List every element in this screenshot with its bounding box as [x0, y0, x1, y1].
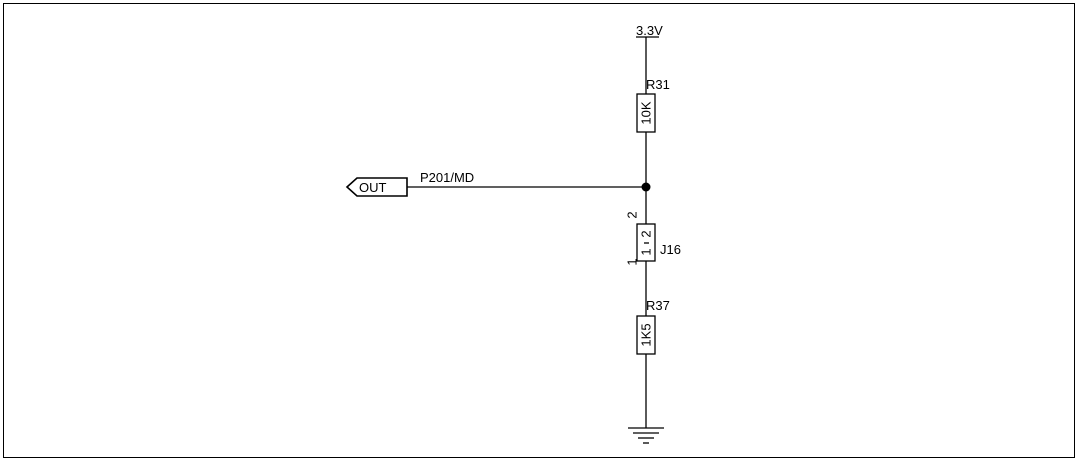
out-port[interactable]: OUT	[345, 177, 408, 197]
resistor-r37[interactable]: 1K5	[636, 315, 656, 355]
schematic-frame	[3, 3, 1075, 458]
jumper-j16-pin-top: 2	[625, 211, 640, 218]
ground-icon	[628, 427, 664, 444]
resistor-r31-ref: R31	[646, 77, 670, 92]
resistor-r37-ref: R37	[646, 298, 670, 313]
power-label: 3.3V	[636, 23, 663, 38]
jumper-j16-ref: J16	[660, 242, 681, 257]
resistor-r31-value: 10K	[639, 101, 654, 124]
jumper-j16-inner-pin2: 2	[639, 230, 654, 237]
out-port-shape	[345, 177, 408, 197]
jumper-j16-inner-pin1: 1	[639, 248, 654, 255]
resistor-r37-value: 1K5	[639, 323, 654, 346]
out-port-label: OUT	[359, 180, 387, 195]
jumper-j16[interactable]: 2 1	[636, 223, 656, 262]
jumper-j16-pin-bottom: 1	[625, 258, 640, 265]
resistor-r31[interactable]: 10K	[636, 93, 656, 133]
net-label: P201/MD	[420, 170, 474, 185]
